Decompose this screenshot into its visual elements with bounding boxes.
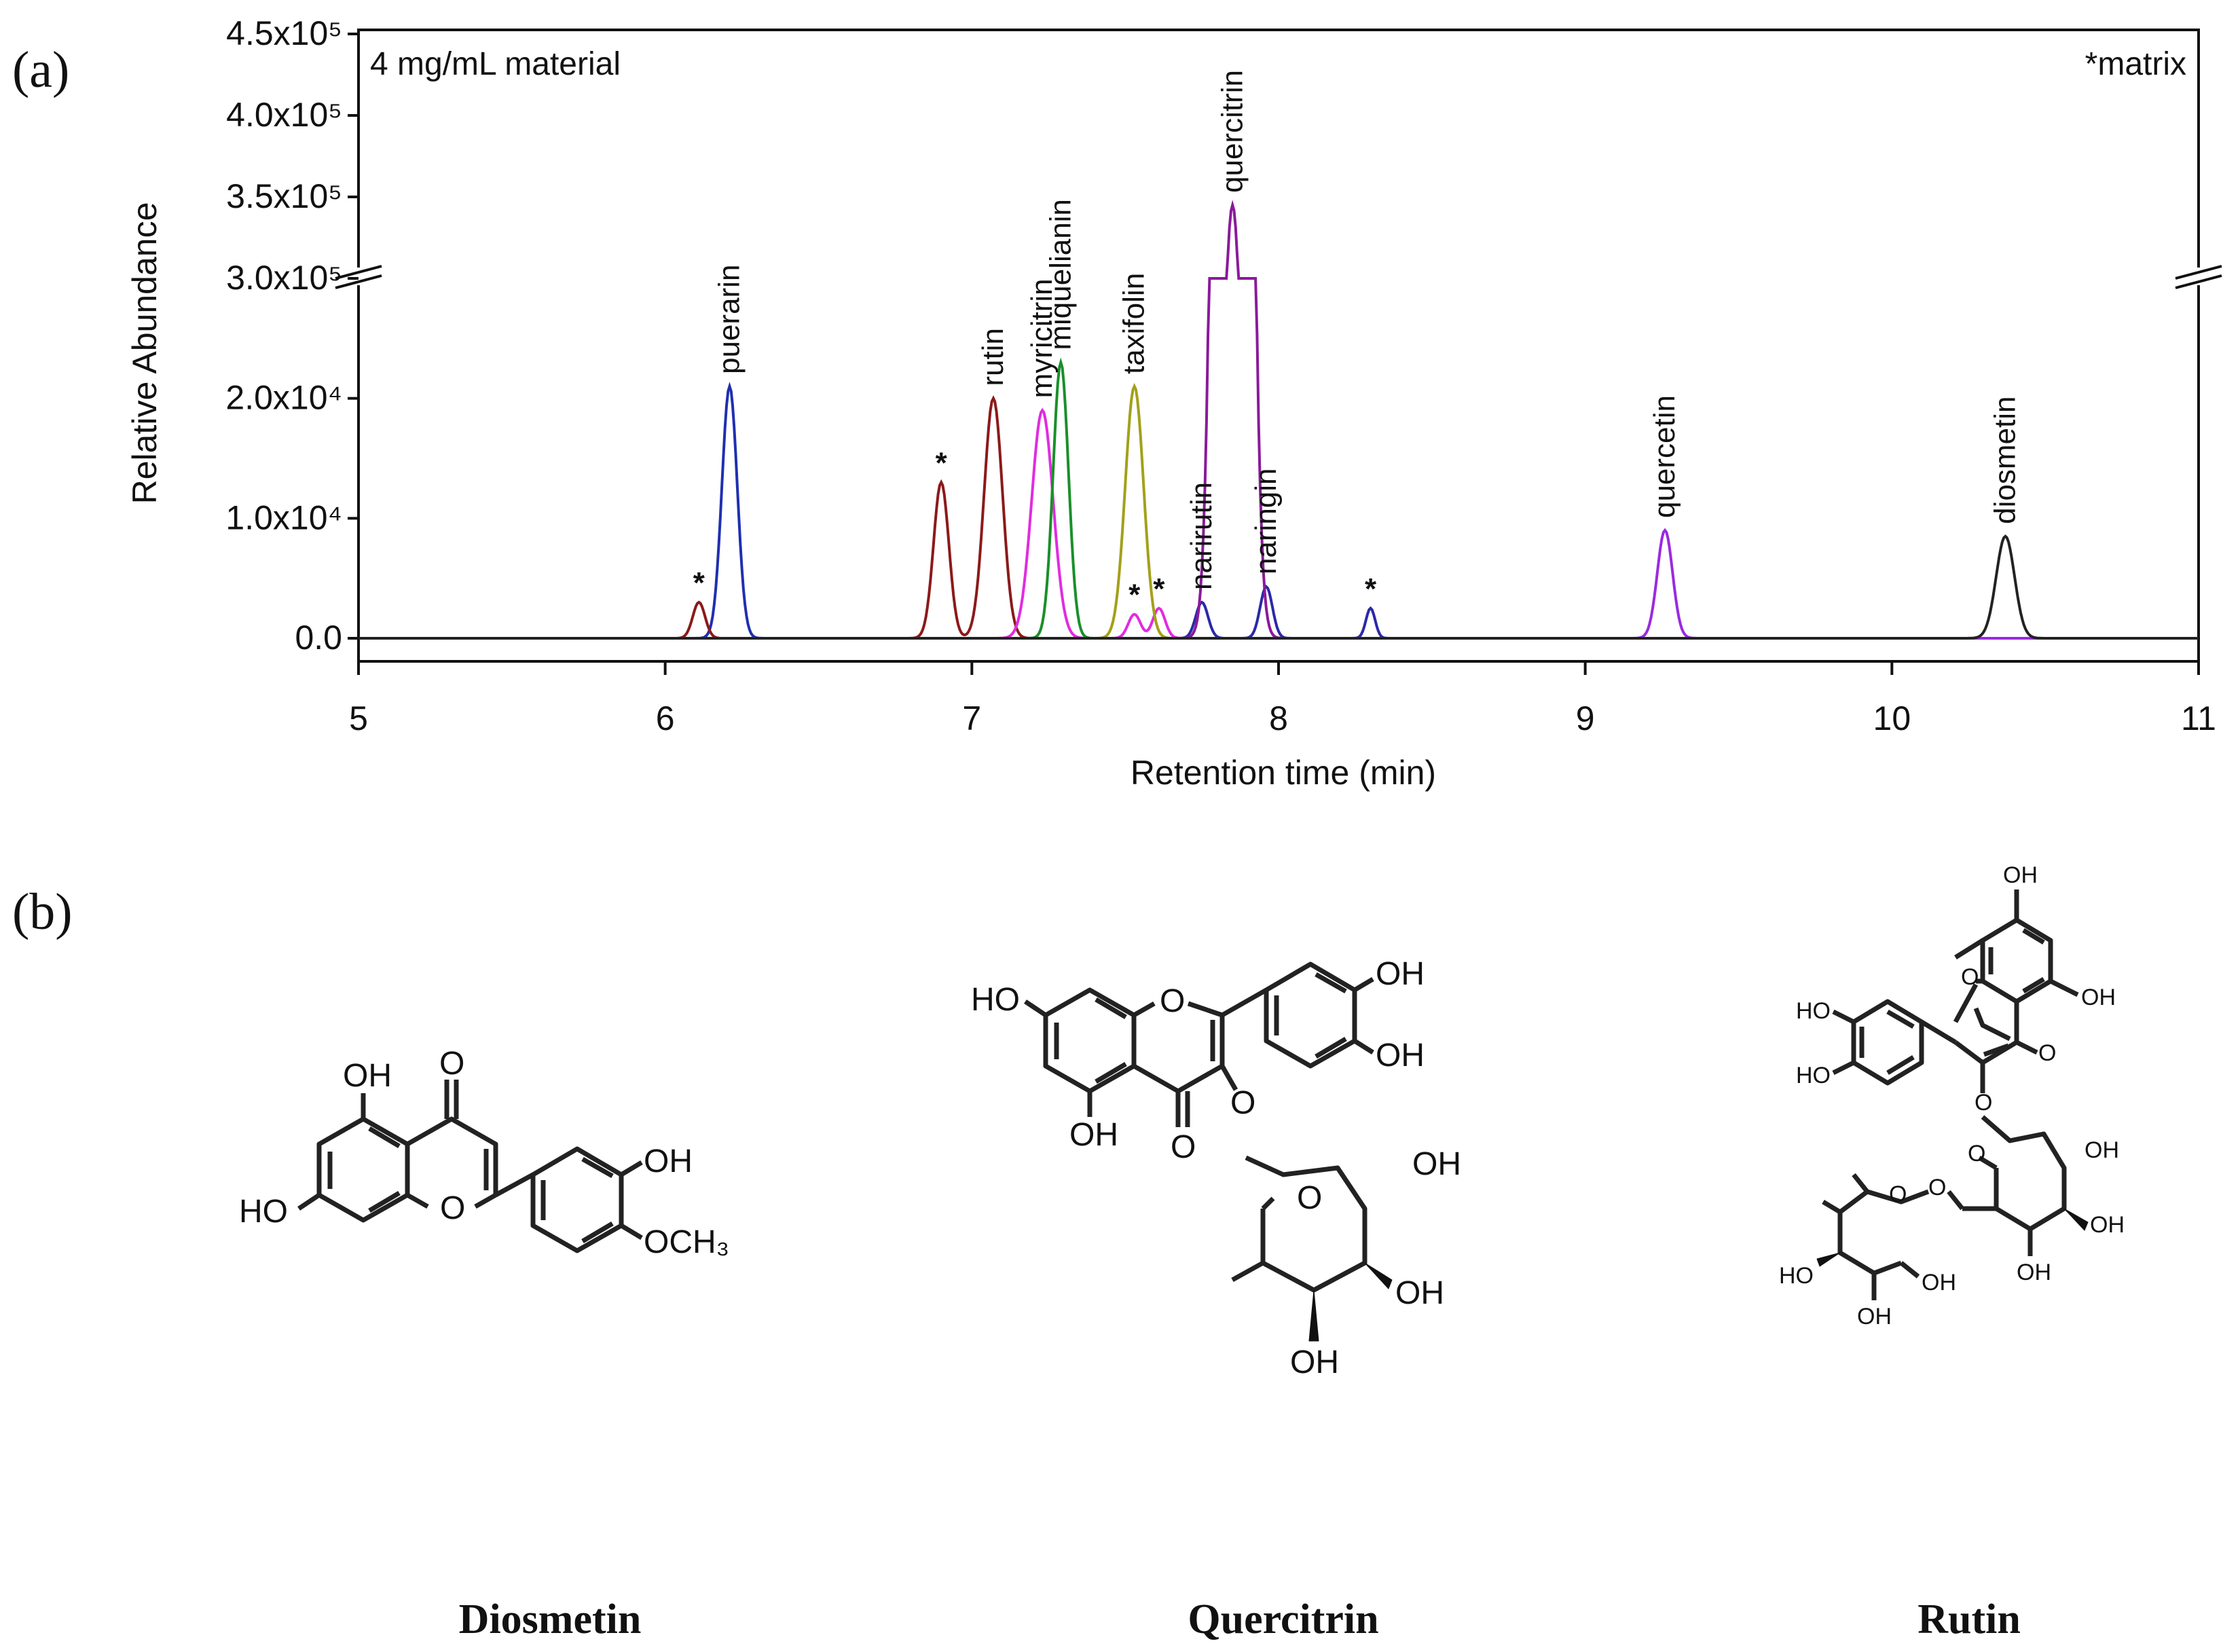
atom-oh3s: OH xyxy=(1395,1275,1444,1311)
atom-o4: O xyxy=(1171,1129,1196,1165)
x-tick-label: 7 xyxy=(962,699,981,737)
atom-oh5: OH xyxy=(343,1058,392,1094)
atom-rha-oh2: OH xyxy=(1922,1270,1956,1296)
panel-label-a: (a) xyxy=(12,41,70,98)
y-tick-label: 4.0x10⁵ xyxy=(226,96,342,134)
panel-label-b: (b) xyxy=(12,883,73,940)
atom-oh2s: OH xyxy=(1412,1146,1461,1182)
atom-oh7: OH xyxy=(2003,862,2038,888)
atom-ho7: HO xyxy=(239,1194,288,1230)
chromatogram-traces xyxy=(359,200,2199,640)
atom-o1: O xyxy=(440,1190,465,1226)
atom-link-o: O xyxy=(1928,1175,1946,1200)
atom-o4: O xyxy=(2038,1040,2056,1066)
peak-label: myricitrin xyxy=(1025,278,1059,398)
peak-label: miquelianin xyxy=(1044,199,1077,350)
peak-point xyxy=(940,481,942,483)
peak-label: * xyxy=(936,446,948,479)
atom-glc-o: O xyxy=(1968,1141,1985,1167)
atom-och3: OCH₃ xyxy=(644,1224,729,1260)
peak-label: naringin xyxy=(1249,468,1283,574)
peak-point xyxy=(1134,386,1135,387)
peak-label: quercitrin xyxy=(1215,70,1249,193)
peak-label: puerarin xyxy=(713,265,746,374)
peak-label: quercetin xyxy=(1648,395,1681,518)
y-axis-break-marks xyxy=(335,265,2222,289)
atom-glc-oh3: OH xyxy=(2090,1212,2125,1238)
y-tick-label: 4.5x10⁵ xyxy=(226,14,342,52)
x-tick-label: 11 xyxy=(2181,699,2216,737)
atom-ho3p: HO xyxy=(1796,998,1831,1024)
atom-o4: O xyxy=(439,1046,464,1082)
compound-name-quercitrin: Quercitrin xyxy=(1188,1596,1379,1642)
atom-o3: O xyxy=(1975,1090,1992,1116)
atom-glc-oh4: OH xyxy=(2017,1260,2051,1285)
peak-label: narirutin xyxy=(1185,482,1218,590)
y-axis-title: Relative Abundance xyxy=(126,202,164,504)
atom-oh4p: OH xyxy=(1376,1038,1425,1073)
trace-line xyxy=(359,534,2199,640)
peak-point xyxy=(1042,409,1043,411)
y-tick-label: 1.0x10⁴ xyxy=(225,498,342,536)
break-slash xyxy=(335,274,382,289)
diosmetin-structure: OH O HO O OH OCH₃ xyxy=(239,1046,729,1260)
x-axis-title: Retention time (min) xyxy=(1131,754,1436,792)
atom-ho7: HO xyxy=(971,982,1020,1018)
atom-oh5: OH xyxy=(1069,1117,1118,1153)
peak-point xyxy=(729,386,731,387)
quercitrin-structure: HO O OH OH OH O O O OH OH OH xyxy=(971,956,1461,1380)
break-slash xyxy=(2175,265,2222,280)
peak-label: * xyxy=(1365,572,1377,606)
atom-ho4p: HO xyxy=(1796,1063,1831,1088)
chromatogram-chart: 0.0 1.0x10⁴ 2.0x10⁴ 3.0x10⁵ 3.5x10⁵ 4.0x10⁵ 4.… xyxy=(126,14,2222,792)
atom-ring-o: O xyxy=(1297,1180,1322,1216)
break-slash xyxy=(2175,274,2222,289)
atom-oh4s: OH xyxy=(1290,1344,1339,1380)
peak-label: rutin xyxy=(976,328,1010,386)
peak-labels: puerarin * * rutin myricitrin * * miquelianin ta… xyxy=(693,70,2022,612)
atom-o1: O xyxy=(1961,964,1979,990)
peak-point xyxy=(1232,204,1233,206)
atom-glc-oh2: OH xyxy=(2085,1137,2119,1163)
peak-label: diosmetin xyxy=(1988,397,2021,524)
y-tick-label: 0.0 xyxy=(295,619,342,657)
x-axis-ticks: 5 6 7 8 9 10 11 xyxy=(349,661,2216,737)
atom-oh5: OH xyxy=(2081,985,2116,1010)
y-tick-label: 3.5x10⁵ xyxy=(226,177,342,215)
atom-oh3p: OH xyxy=(644,1143,693,1179)
compound-name-rutin: Rutin xyxy=(1917,1596,2021,1642)
atom-o1: O xyxy=(1160,983,1185,1019)
trace-line xyxy=(359,585,2199,640)
x-tick-label: 6 xyxy=(656,699,675,737)
compound-name-diosmetin: Diosmetin xyxy=(458,1596,642,1642)
atom-rha-ho: HO xyxy=(1779,1263,1814,1289)
x-tick-label: 10 xyxy=(1873,699,1911,737)
peak-label: * xyxy=(693,566,705,600)
y-tick-label: 2.0x10⁴ xyxy=(225,379,342,417)
atom-rha-o: O xyxy=(1889,1181,1907,1207)
atom-oh3p: OH xyxy=(1376,956,1425,992)
rutin-structure: OH OH O O HO HO O O OH OH OH O O HO OH O… xyxy=(1779,862,2125,1329)
x-tick-label: 5 xyxy=(349,699,368,737)
x-tick-label: 9 xyxy=(1576,699,1595,737)
y-axis-ticks: 0.0 1.0x10⁴ 2.0x10⁴ 3.0x10⁵ 3.5x10⁵ 4.0x10⁵ 4.… xyxy=(225,14,359,657)
atom-o3: O xyxy=(1230,1085,1255,1121)
atom-rha-oh3: OH xyxy=(1857,1304,1892,1329)
peak-point xyxy=(1664,530,1666,531)
peak-label: * xyxy=(1153,572,1165,606)
x-tick-label: 8 xyxy=(1269,699,1288,737)
break-slash xyxy=(335,265,382,280)
matrix-note: *matrix xyxy=(2085,46,2186,82)
y-tick-label: 3.0x10⁵ xyxy=(226,259,342,297)
peak-label: * xyxy=(1128,579,1141,612)
peak-label: taxifolin xyxy=(1118,273,1151,374)
sample-annotation: 4 mg/mL material xyxy=(370,46,621,82)
